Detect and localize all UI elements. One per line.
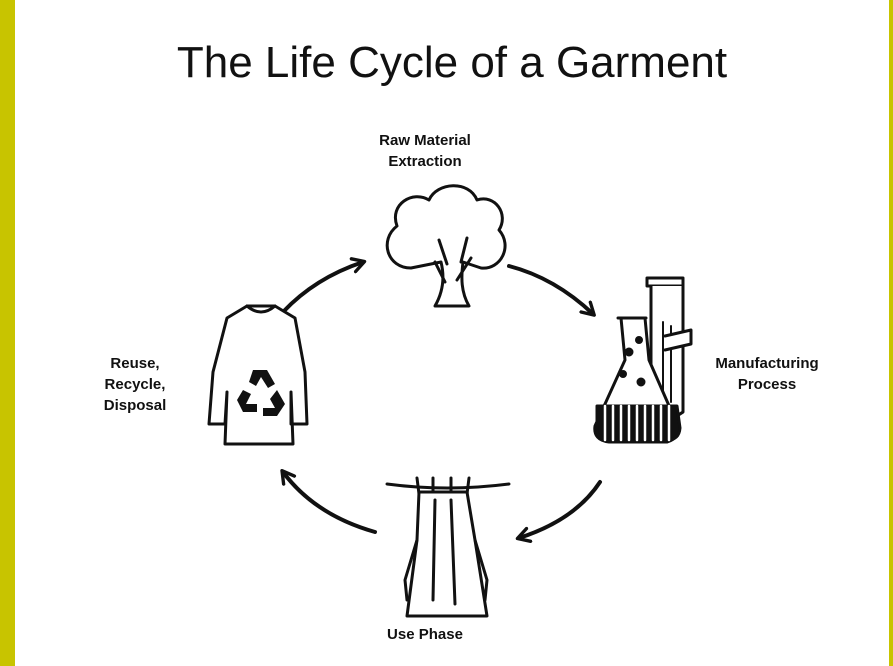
arrow-to-end-of-life (283, 472, 375, 532)
slide: The Life Cycle of a Garment Raw Material… (15, 0, 889, 666)
arrow-to-manufacturing (509, 266, 593, 314)
cycle-drawing (15, 0, 889, 666)
recycled-shirt-icon (209, 306, 307, 444)
garment-on-clothesline-icon (387, 478, 509, 616)
laboratory-flasks-icon (595, 278, 691, 442)
arrow-to-use-phase (519, 482, 600, 538)
arrow-to-raw-material (283, 262, 363, 312)
tree-icon (387, 186, 505, 306)
